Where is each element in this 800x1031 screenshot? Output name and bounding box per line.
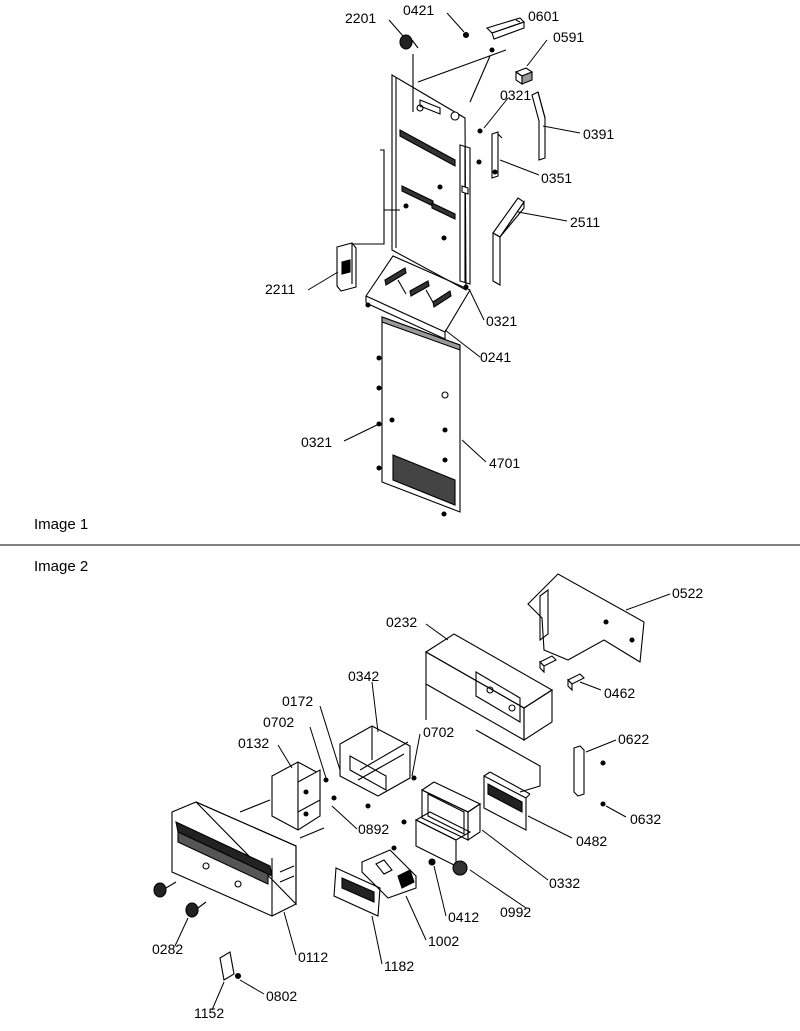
callout-0702-b: 0702 (423, 724, 454, 740)
part-0421-screw (462, 31, 470, 39)
part-0351-bracket (491, 131, 503, 179)
image-2-leader-lines (174, 593, 671, 1011)
callout-0132: 0132 (238, 735, 269, 751)
callout-1152: 1152 (194, 1005, 224, 1021)
callout-0702-a: 0702 (263, 714, 294, 730)
part-1182-bezel (333, 867, 381, 917)
callout-0241: 0241 (480, 349, 511, 365)
callout-0391: 0391 (583, 126, 614, 142)
image-2-title: Image 2 (34, 558, 88, 575)
callout-0421: 0421 (403, 2, 434, 18)
part-main-panel (391, 74, 467, 291)
part-0342-plate (339, 725, 411, 797)
callout-0892: 0892 (358, 821, 389, 837)
part-0232-housing (424, 633, 554, 742)
image-2-callouts: 0522 0232 0462 0342 0172 0702 0702 0622 … (152, 585, 703, 1021)
image-2-drawing (153, 573, 645, 981)
callout-0321-a: 0321 (500, 87, 531, 103)
part-1152-clip (219, 951, 242, 981)
part-0522-bracket (527, 573, 645, 663)
part-0112-front-panel (171, 801, 297, 917)
callout-1182: 1182 (384, 958, 414, 974)
part-vertical-channel (459, 144, 471, 285)
callout-2211: 2211 (265, 281, 295, 297)
callout-0462: 0462 (604, 685, 635, 701)
callout-0412: 0412 (448, 909, 479, 925)
part-4701-panel (376, 316, 461, 517)
part-0601-bracket (485, 17, 526, 53)
callout-0332: 0332 (549, 875, 580, 891)
callout-0321-b: 0321 (486, 313, 517, 329)
callout-0172: 0172 (282, 693, 313, 709)
callout-0342: 0342 (348, 668, 379, 684)
callout-2201: 2201 (345, 10, 376, 26)
part-1002-lever (361, 849, 417, 899)
part-0132-body (271, 761, 321, 831)
callout-0282: 0282 (152, 941, 183, 957)
image-1-drawing (336, 17, 546, 517)
part-0332-chute (420, 781, 482, 842)
part-0241-tray (365, 255, 471, 340)
callout-0802: 0802 (266, 988, 297, 1004)
callout-0351: 0351 (541, 170, 572, 186)
callout-0232: 0232 (386, 614, 417, 630)
callout-0112: 0112 (298, 949, 328, 965)
part-0462-spacers (539, 655, 585, 692)
part-0992-solenoid (391, 811, 472, 876)
part-2201-knob (399, 34, 419, 50)
callout-0321-c: 0321 (301, 434, 332, 450)
part-0591-block (514, 67, 534, 86)
image-1-title: Image 1 (34, 516, 88, 533)
callout-0482: 0482 (576, 833, 607, 849)
part-0622-bar (573, 745, 606, 807)
part-0391-bar (531, 91, 546, 161)
image-1-callouts: 2201 0421 0601 0591 0321 0391 0351 2511 … (265, 2, 614, 471)
part-2211-switch (336, 242, 357, 292)
part-2511-foam (492, 197, 525, 286)
callout-4701: 4701 (489, 455, 520, 471)
callout-0992: 0992 (500, 904, 531, 920)
callout-0601: 0601 (528, 8, 559, 24)
image-1-leader-lines (307, 12, 581, 463)
callout-1002: 1002 (428, 933, 459, 949)
part-0482-frame (483, 771, 531, 831)
callout-0632: 0632 (630, 811, 661, 827)
callout-2511: 2511 (570, 214, 600, 230)
part-0282-knobs (153, 881, 207, 918)
callout-0622: 0622 (618, 731, 649, 747)
callout-0522: 0522 (672, 585, 703, 601)
callout-0591: 0591 (553, 29, 584, 45)
